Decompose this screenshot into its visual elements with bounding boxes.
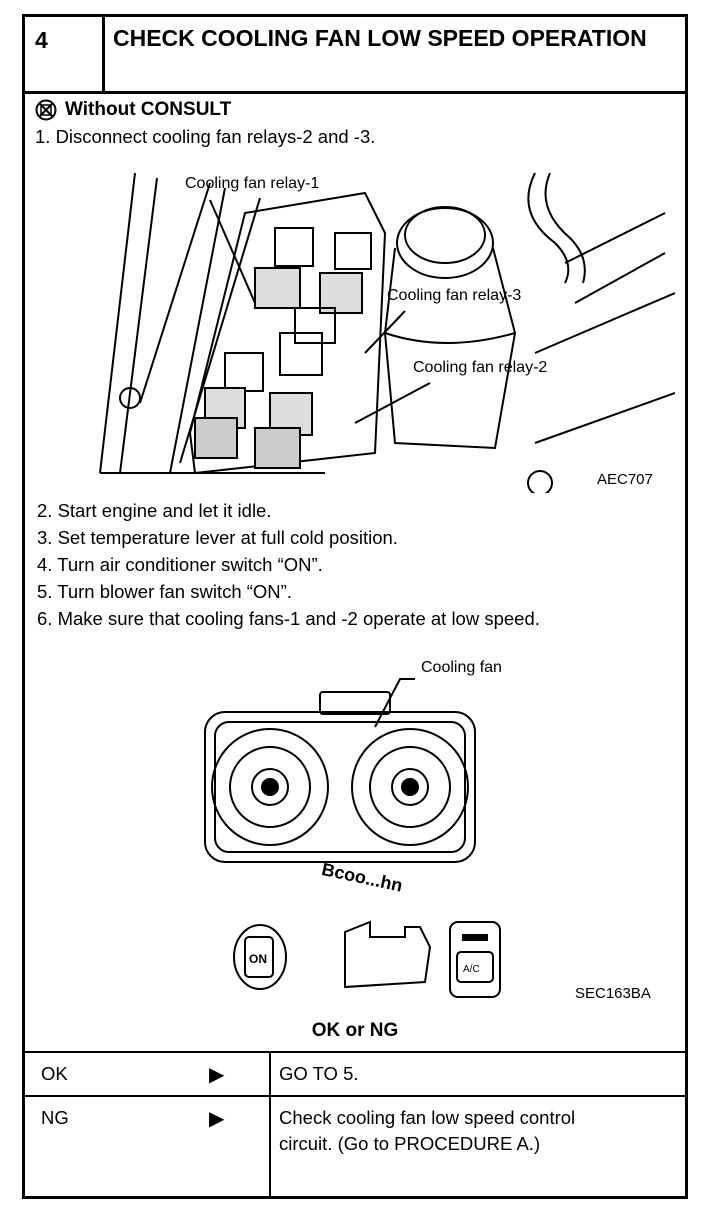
no-consult-icon xyxy=(35,99,57,121)
step-2: 2. Start engine and let it idle. xyxy=(37,500,272,521)
step-1: 1. Disconnect cooling fan relays-2 and -… xyxy=(35,126,376,147)
table-row-divider xyxy=(25,1095,685,1097)
figure2-code: SEC163BA xyxy=(575,985,651,1002)
step-6: 6. Make sure that cooling fans-1 and -2 … xyxy=(37,608,540,629)
relay-2-label: Cooling fan relay-2 xyxy=(413,359,548,376)
procedure-box: 4 CHECK COOLING FAN LOW SPEED OPERATION … xyxy=(22,14,688,1199)
ac-label: A/C xyxy=(463,964,480,975)
relay-location-figure xyxy=(99,172,675,493)
cooling-fan-figure: Bcoo...hn ON A/C xyxy=(204,678,501,998)
watermark: Bcoo...hn xyxy=(320,859,404,896)
ng-status: NG xyxy=(41,1107,69,1128)
ok-status: OK xyxy=(41,1063,68,1084)
ng-action-line1: Check cooling fan low speed control xyxy=(279,1107,576,1128)
figure1-code: AEC707 xyxy=(597,471,653,488)
step-title: CHECK COOLING FAN LOW SPEED OPERATION xyxy=(113,25,647,51)
step-header: 4 CHECK COOLING FAN LOW SPEED OPERATION xyxy=(25,17,685,94)
table-column-divider xyxy=(269,1051,271,1196)
without-consult-heading: Without CONSULT xyxy=(35,99,231,121)
step-3: 3. Set temperature lever at full cold po… xyxy=(37,527,398,548)
step-number: 4 xyxy=(25,17,105,91)
ng-arrow-icon: ▶ xyxy=(209,1108,225,1130)
table-top-border xyxy=(25,1051,685,1053)
ok-arrow-icon: ▶ xyxy=(209,1064,225,1086)
ng-action-line2: circuit. (Go to PROCEDURE A.) xyxy=(279,1133,541,1154)
step-4: 4. Turn air conditioner switch “ON”. xyxy=(37,554,323,575)
subheading-label: Without CONSULT xyxy=(65,99,232,120)
step-5: 5. Turn blower fan switch “ON”. xyxy=(37,581,292,602)
ok-action: GO TO 5. xyxy=(279,1063,359,1084)
on-label: ON xyxy=(249,952,267,966)
relay-1-label: Cooling fan relay-1 xyxy=(185,175,320,192)
ok-or-ng-heading: OK or NG xyxy=(311,1020,399,1041)
cooling-fan-label: Cooling fan xyxy=(421,659,502,676)
relay-3-label: Cooling fan relay-3 xyxy=(387,287,522,304)
